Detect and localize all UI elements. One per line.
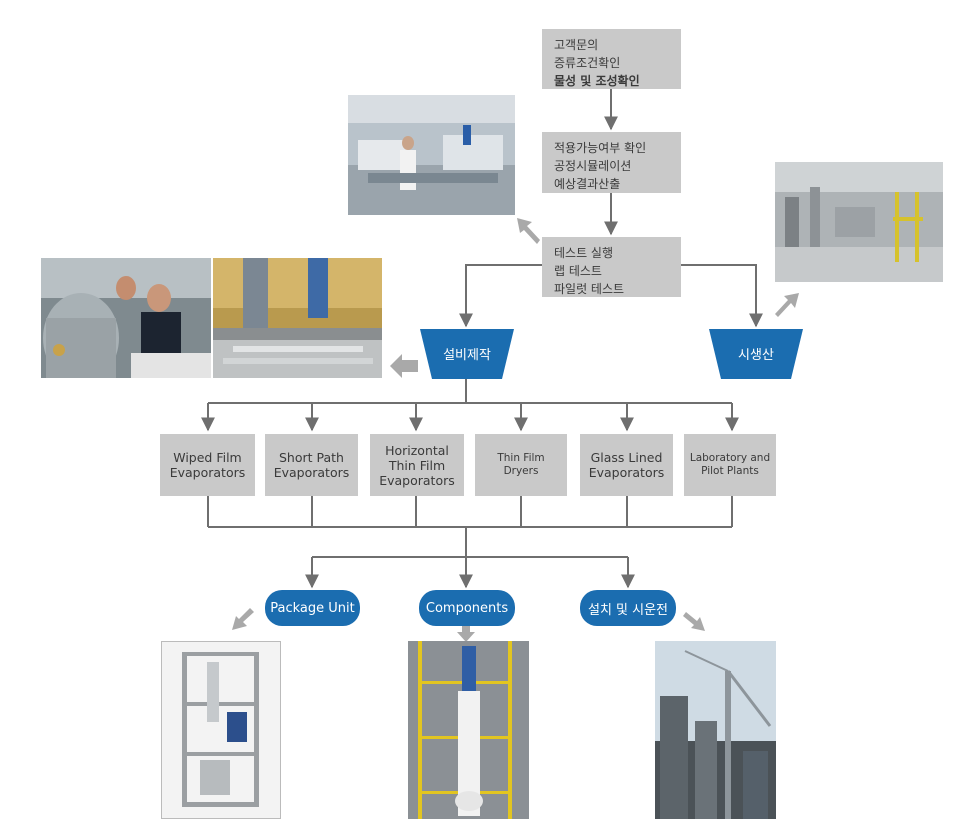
connector-step3-trial: [680, 264, 763, 328]
installation-site-photo: [655, 641, 776, 819]
product-3-line-2: Thin Film: [388, 457, 446, 473]
step-box-feasibility: 적용가능여부 확인 공정시뮬레이션 예상결과산출: [542, 132, 681, 193]
step-2-line-1: 적용가능여부 확인: [554, 141, 647, 155]
arrow-to-package-photo: [232, 608, 254, 630]
step-1-line-1: 고객문의: [554, 38, 599, 52]
machining-photo: [213, 258, 382, 378]
outcome-installation: 설치 및 시운전: [580, 590, 676, 626]
arrow-to-laboratory-photo: [517, 218, 540, 244]
outcome-components: Components: [419, 590, 515, 626]
product-3-line-3: Evaporators: [379, 472, 455, 488]
step-2-line-2: 공정시뮬레이션: [554, 159, 632, 173]
product-5-line-2: Evaporators: [588, 465, 665, 480]
trial-production-label: 시생산: [738, 347, 774, 363]
trial-production-node-shape: [709, 329, 803, 379]
product-6-line-2: Pilot Plants: [701, 465, 759, 477]
product-2-line-2: Evaporators: [273, 465, 350, 480]
components-photo: [408, 641, 529, 819]
step-3-line-3: 파일럿 테스트: [554, 282, 625, 296]
product-4-line-1: Thin Film Dryers: [497, 452, 545, 477]
step-2-line-3: 예상결과산출: [554, 177, 621, 191]
arrow-to-components-photo: [457, 626, 475, 642]
step-box-inquiry: 고객문의 증류조건확인 물성 및 조성확인: [542, 29, 681, 89]
step-1-line-3: 물성 및 조성확인: [554, 74, 640, 88]
product-1-line-2: Evaporators: [169, 465, 246, 480]
arrow-to-installation-photo: [683, 612, 705, 631]
arrow-to-plant-photo: [775, 293, 799, 317]
manufacturing-label: 설비제작: [443, 347, 491, 363]
package-unit-photo: [161, 641, 281, 819]
step-3-line-2: 랩 테스트: [554, 264, 602, 278]
product-2-line-1: Short Path: [279, 450, 344, 465]
production-plant-photo: [775, 162, 943, 282]
arrow-to-machining-photo: [390, 354, 418, 378]
outcome-package-unit: Package Unit: [265, 590, 360, 626]
product-3-line-1: Horizontal: [385, 442, 449, 458]
product-5-line-1: Glass Lined: [590, 450, 663, 465]
engineer-photo: [41, 258, 211, 378]
product-box-thin-film-dryers: Thin Film Dryers: [475, 434, 567, 496]
laboratory-photo: [348, 95, 515, 215]
step-1-line-2: 증류조건확인: [554, 56, 621, 70]
step-box-testing: 테스트 실행 랩 테스트 파일럿 테스트: [542, 237, 681, 297]
step-3-line-1: 테스트 실행: [554, 246, 614, 260]
manufacturing-node-shape: [420, 329, 514, 379]
product-6-line-1: Laboratory and: [689, 452, 771, 464]
product-1-line-1: Wiped Film: [173, 450, 242, 465]
connector-step3-manufacturing: [459, 264, 542, 328]
